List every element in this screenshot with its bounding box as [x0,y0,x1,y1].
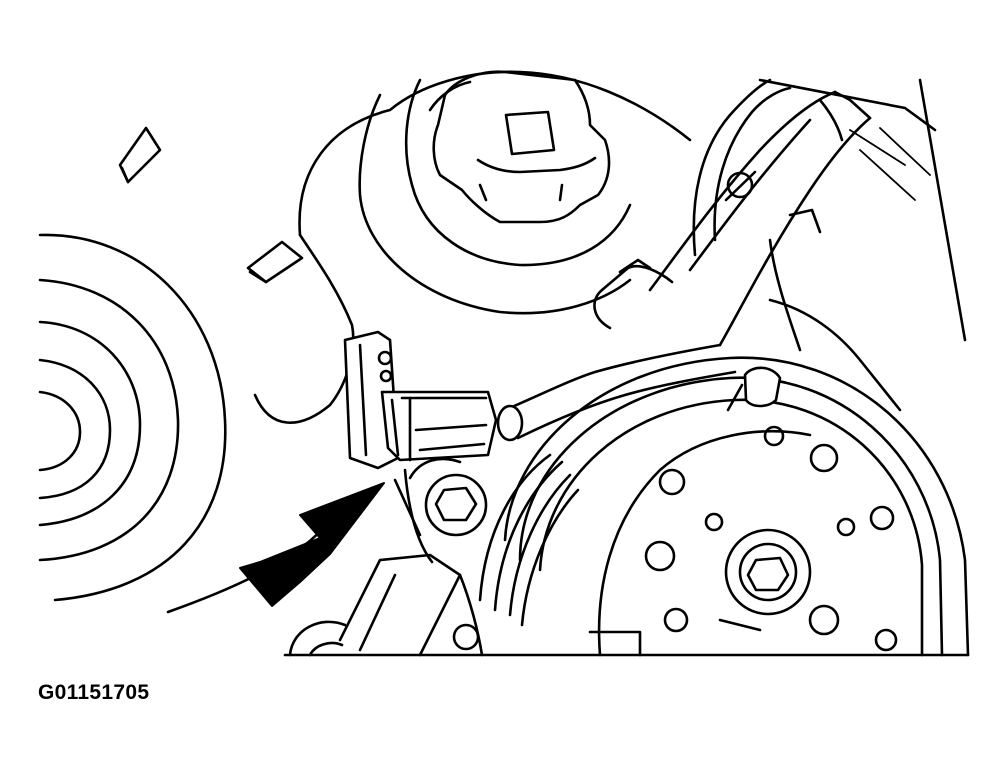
upper-cables [692,78,967,412]
sensor-bracket [343,330,400,470]
pointer-arrow [239,482,385,607]
sensor-connector [380,390,518,462]
compressor-pulley [478,356,970,657]
wiring-harness [496,90,872,442]
mount-housing [253,70,692,424]
casting-tabs [118,126,304,284]
figure-id-label: G01151705 [38,681,150,704]
mounting-bolt [288,457,488,657]
